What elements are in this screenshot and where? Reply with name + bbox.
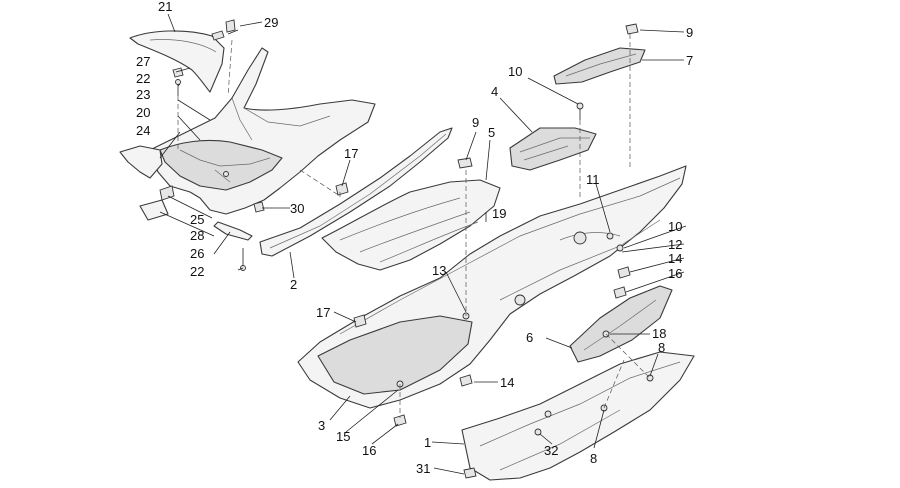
callout-16-upper: 16 [668, 266, 682, 281]
callout-9-right: 9 [686, 25, 693, 40]
part-16-clip-lower [393, 414, 407, 427]
callout-22-upper: 22 [136, 71, 150, 86]
callout-5: 5 [488, 125, 495, 140]
part-7-rear-pad [553, 47, 646, 85]
part-1-side-skirt [461, 351, 695, 481]
part-22-screw-upper [175, 79, 181, 96]
callout-13: 13 [432, 263, 446, 278]
part-28-bracket [139, 199, 169, 221]
callout-25: 25 [190, 212, 204, 227]
callout-29: 29 [264, 15, 278, 30]
part-30-clip [253, 201, 265, 213]
part-26-plate [213, 221, 253, 241]
part-22-screw-lower [240, 248, 246, 271]
callout-14-upper: 14 [668, 251, 682, 266]
callout-10-upper: 10 [508, 64, 522, 79]
part-14-clip-lower [459, 374, 473, 387]
callout-18: 18 [652, 326, 666, 341]
callout-14-lower: 14 [500, 375, 514, 390]
callout-17-lower: 17 [316, 305, 330, 320]
part-12-screw [616, 244, 624, 252]
callout-8-lower: 8 [590, 451, 597, 466]
callout-7: 7 [686, 53, 693, 68]
part-25-mount [159, 185, 175, 201]
assembly-guide-lines [177, 34, 651, 418]
callout-31: 31 [416, 461, 430, 476]
callout-11: 11 [586, 172, 600, 187]
part-32-screws [534, 410, 552, 436]
part-9-plug-left [457, 157, 473, 169]
part-10-screw-upper [576, 102, 584, 120]
part-11-screw [606, 232, 614, 240]
part-21-cover-flap [129, 30, 225, 93]
leader-lines [159, 13, 687, 475]
part-4-step-pad [509, 127, 597, 171]
callout-15: 15 [336, 429, 350, 444]
part-17-clip-lower [353, 314, 367, 328]
callout-8-upper: 8 [658, 340, 665, 355]
callout-12: 12 [668, 237, 682, 252]
part-3-main-floor-body [297, 165, 687, 409]
part-29-screws [211, 19, 239, 41]
callout-labels: 21 29 27 22 23 20 24 25 28 26 22 30 2 17… [136, 0, 693, 476]
part-2-side-rail [259, 127, 453, 257]
part-16-clip-upper [613, 286, 627, 299]
callout-30: 30 [290, 201, 304, 216]
callout-19: 19 [492, 206, 506, 221]
callout-6: 6 [526, 330, 533, 345]
callout-27: 27 [136, 54, 150, 69]
callout-26: 26 [190, 246, 204, 261]
part-5-floor-panel [321, 179, 501, 271]
callout-17-upper: 17 [344, 146, 358, 161]
part-31-clip [463, 467, 477, 479]
callout-32: 32 [544, 443, 558, 458]
callout-24: 24 [136, 123, 150, 138]
part-6-side-panel [569, 285, 673, 363]
callout-3: 3 [318, 418, 325, 433]
callout-1: 1 [424, 435, 431, 450]
callout-28: 28 [190, 228, 204, 243]
callout-16-lower: 16 [362, 443, 376, 458]
callout-22-lower: 22 [190, 264, 204, 279]
callout-4: 4 [491, 84, 498, 99]
callout-21: 21 [158, 0, 172, 14]
callout-23: 23 [136, 87, 150, 102]
part-9-plug-right [625, 23, 639, 35]
callout-10-lower: 10 [668, 219, 682, 234]
part-27-clip [172, 67, 184, 78]
callout-20: 20 [136, 105, 150, 120]
callout-9-left: 9 [472, 115, 479, 130]
part-20-front-shield [149, 47, 376, 215]
callout-2: 2 [290, 277, 297, 292]
part-24-bracket [119, 145, 163, 179]
part-14-clip-upper [617, 266, 631, 279]
